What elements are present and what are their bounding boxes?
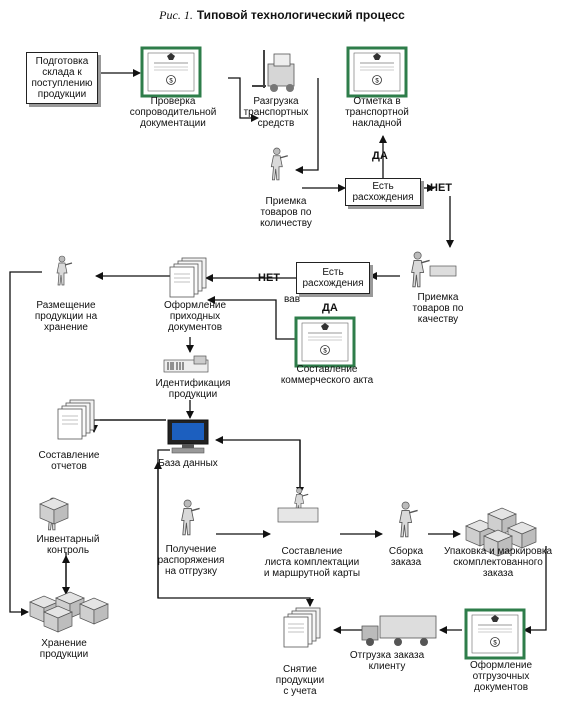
- worker-icon: [270, 147, 289, 181]
- truck-icon: [361, 615, 437, 646]
- yes-label-2: ДА: [322, 302, 338, 314]
- figure-caption: Типовой технологический процесс: [196, 8, 405, 22]
- figure-title: Рис. 1.Типовой технологический процесс: [0, 8, 564, 23]
- prep-warehouse-box: Подготовка склада к поступлению продукци…: [26, 52, 98, 104]
- no-label-2: НЕТ: [258, 272, 280, 284]
- worker-icon: [56, 255, 73, 286]
- certificate-icon: [140, 46, 202, 98]
- packing-label: Упаковка и маркировка скомплектованного …: [443, 546, 553, 579]
- accept-quality-label: Приемка товаров по качеству: [412, 292, 464, 325]
- forklift-icon: [252, 50, 295, 92]
- waybill-mark-label: Отметка в транспортной накладной: [345, 96, 409, 129]
- placement-label: Размещение продукции на хранение: [34, 300, 98, 333]
- barcode-scanner-icon: [163, 355, 209, 373]
- documents-stack-icon: [57, 399, 95, 440]
- picking-list-label: Составление листа комплектации и маршрут…: [263, 546, 361, 579]
- documents-stack-icon: [169, 257, 207, 298]
- worker-icon: [180, 499, 201, 536]
- ship-client-label: Отгрузка заказа клиенту: [349, 650, 425, 672]
- boxes-icon: [43, 605, 73, 633]
- storage-label: Хранение продукции: [39, 638, 89, 660]
- write-off-label: Снятие продукции с учета: [275, 664, 325, 697]
- shipping-docs-label: Оформление отгрузочных документов: [469, 660, 533, 693]
- database-label: База данных: [158, 458, 218, 469]
- boxes-icon: [79, 597, 109, 625]
- accept-qty-label: Приемка товаров по количеству: [260, 196, 312, 229]
- computer-icon: [167, 419, 209, 454]
- identification-label: Идентификация продукции: [155, 378, 231, 400]
- certificate-icon: [346, 46, 408, 98]
- inventory-label: Инвентарный контроль: [36, 534, 100, 556]
- figure-number: Рис. 1.: [159, 8, 193, 22]
- text-fragment: вав: [283, 294, 301, 305]
- discrepancy-decision-2: Есть расхождения: [296, 262, 370, 294]
- boxes-icon: [39, 497, 69, 525]
- incoming-docs-label: Оформление приходных документов: [163, 300, 227, 333]
- yes-label-1: ДА: [372, 150, 388, 162]
- worker-icon: [410, 251, 431, 288]
- shipping-order-label: Получение распоряжения на отгрузку: [157, 544, 225, 577]
- no-label-1: НЕТ: [430, 182, 452, 194]
- reports-label: Составление отчетов: [38, 450, 100, 472]
- assembly-label: Сборка заказа: [388, 546, 424, 568]
- commercial-act-label: Составление коммерческого акта: [280, 364, 374, 386]
- discrepancy-decision-1: Есть расхождения: [345, 178, 421, 206]
- certificate-icon: [464, 608, 526, 660]
- documents-stack-icon: [283, 607, 321, 648]
- certificate-icon: [294, 316, 356, 368]
- check-docs-label: Проверка сопроводительной документации: [129, 96, 217, 129]
- worker-icon: [398, 501, 419, 538]
- unload-label: Разгрузка транспортных средств: [243, 96, 309, 129]
